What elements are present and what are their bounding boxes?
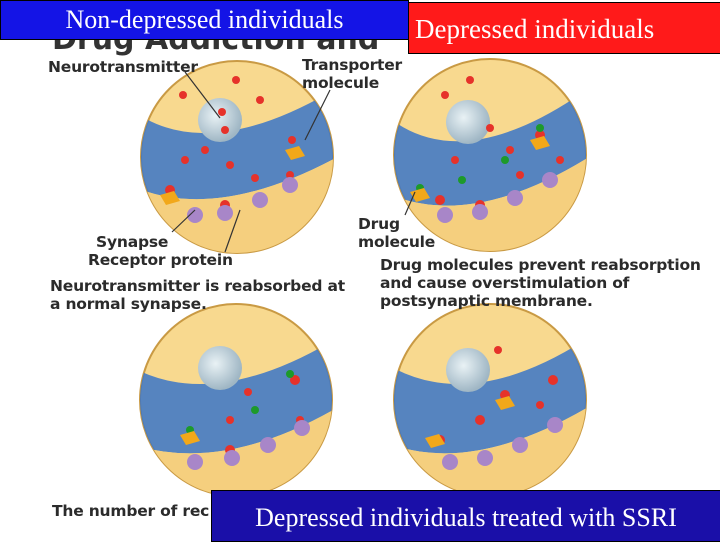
vesicle	[446, 100, 490, 144]
caption-bottom-partial: The number of rec	[52, 502, 209, 520]
vesicle	[446, 348, 490, 392]
caption-right-line3: postsynaptic membrane.	[380, 292, 593, 310]
panel-bottom-right	[380, 304, 600, 510]
label-synapse: Synapse	[96, 233, 168, 251]
caption-left-line2: a normal synapse.	[50, 295, 207, 313]
vesicle	[198, 346, 242, 390]
overlay-non-depressed: Non-depressed individuals	[0, 0, 409, 40]
caption-left-line1: Neurotransmitter is reabsorbed at	[50, 277, 345, 295]
label-transporter-line1: Transporter	[302, 56, 402, 74]
panel-bottom-left	[120, 304, 350, 510]
overlay-depressed: Depressed individuals	[408, 2, 720, 54]
panel-drug-synapse	[380, 59, 600, 260]
vesicle	[198, 98, 242, 142]
label-drug-molecule: molecule	[358, 233, 435, 251]
caption-right-line1: Drug molecules prevent reabsorption	[380, 256, 701, 274]
label-receptor-protein: Receptor protein	[88, 251, 233, 269]
label-neurotransmitter: Neurotransmitter	[48, 58, 198, 76]
overlay-depressed-ssri: Depressed individuals treated with SSRI	[211, 490, 720, 542]
caption-right-line2: and cause overstimulation of	[380, 274, 629, 292]
label-transporter-line2: molecule	[302, 74, 379, 92]
label-drug: Drug	[358, 215, 400, 233]
